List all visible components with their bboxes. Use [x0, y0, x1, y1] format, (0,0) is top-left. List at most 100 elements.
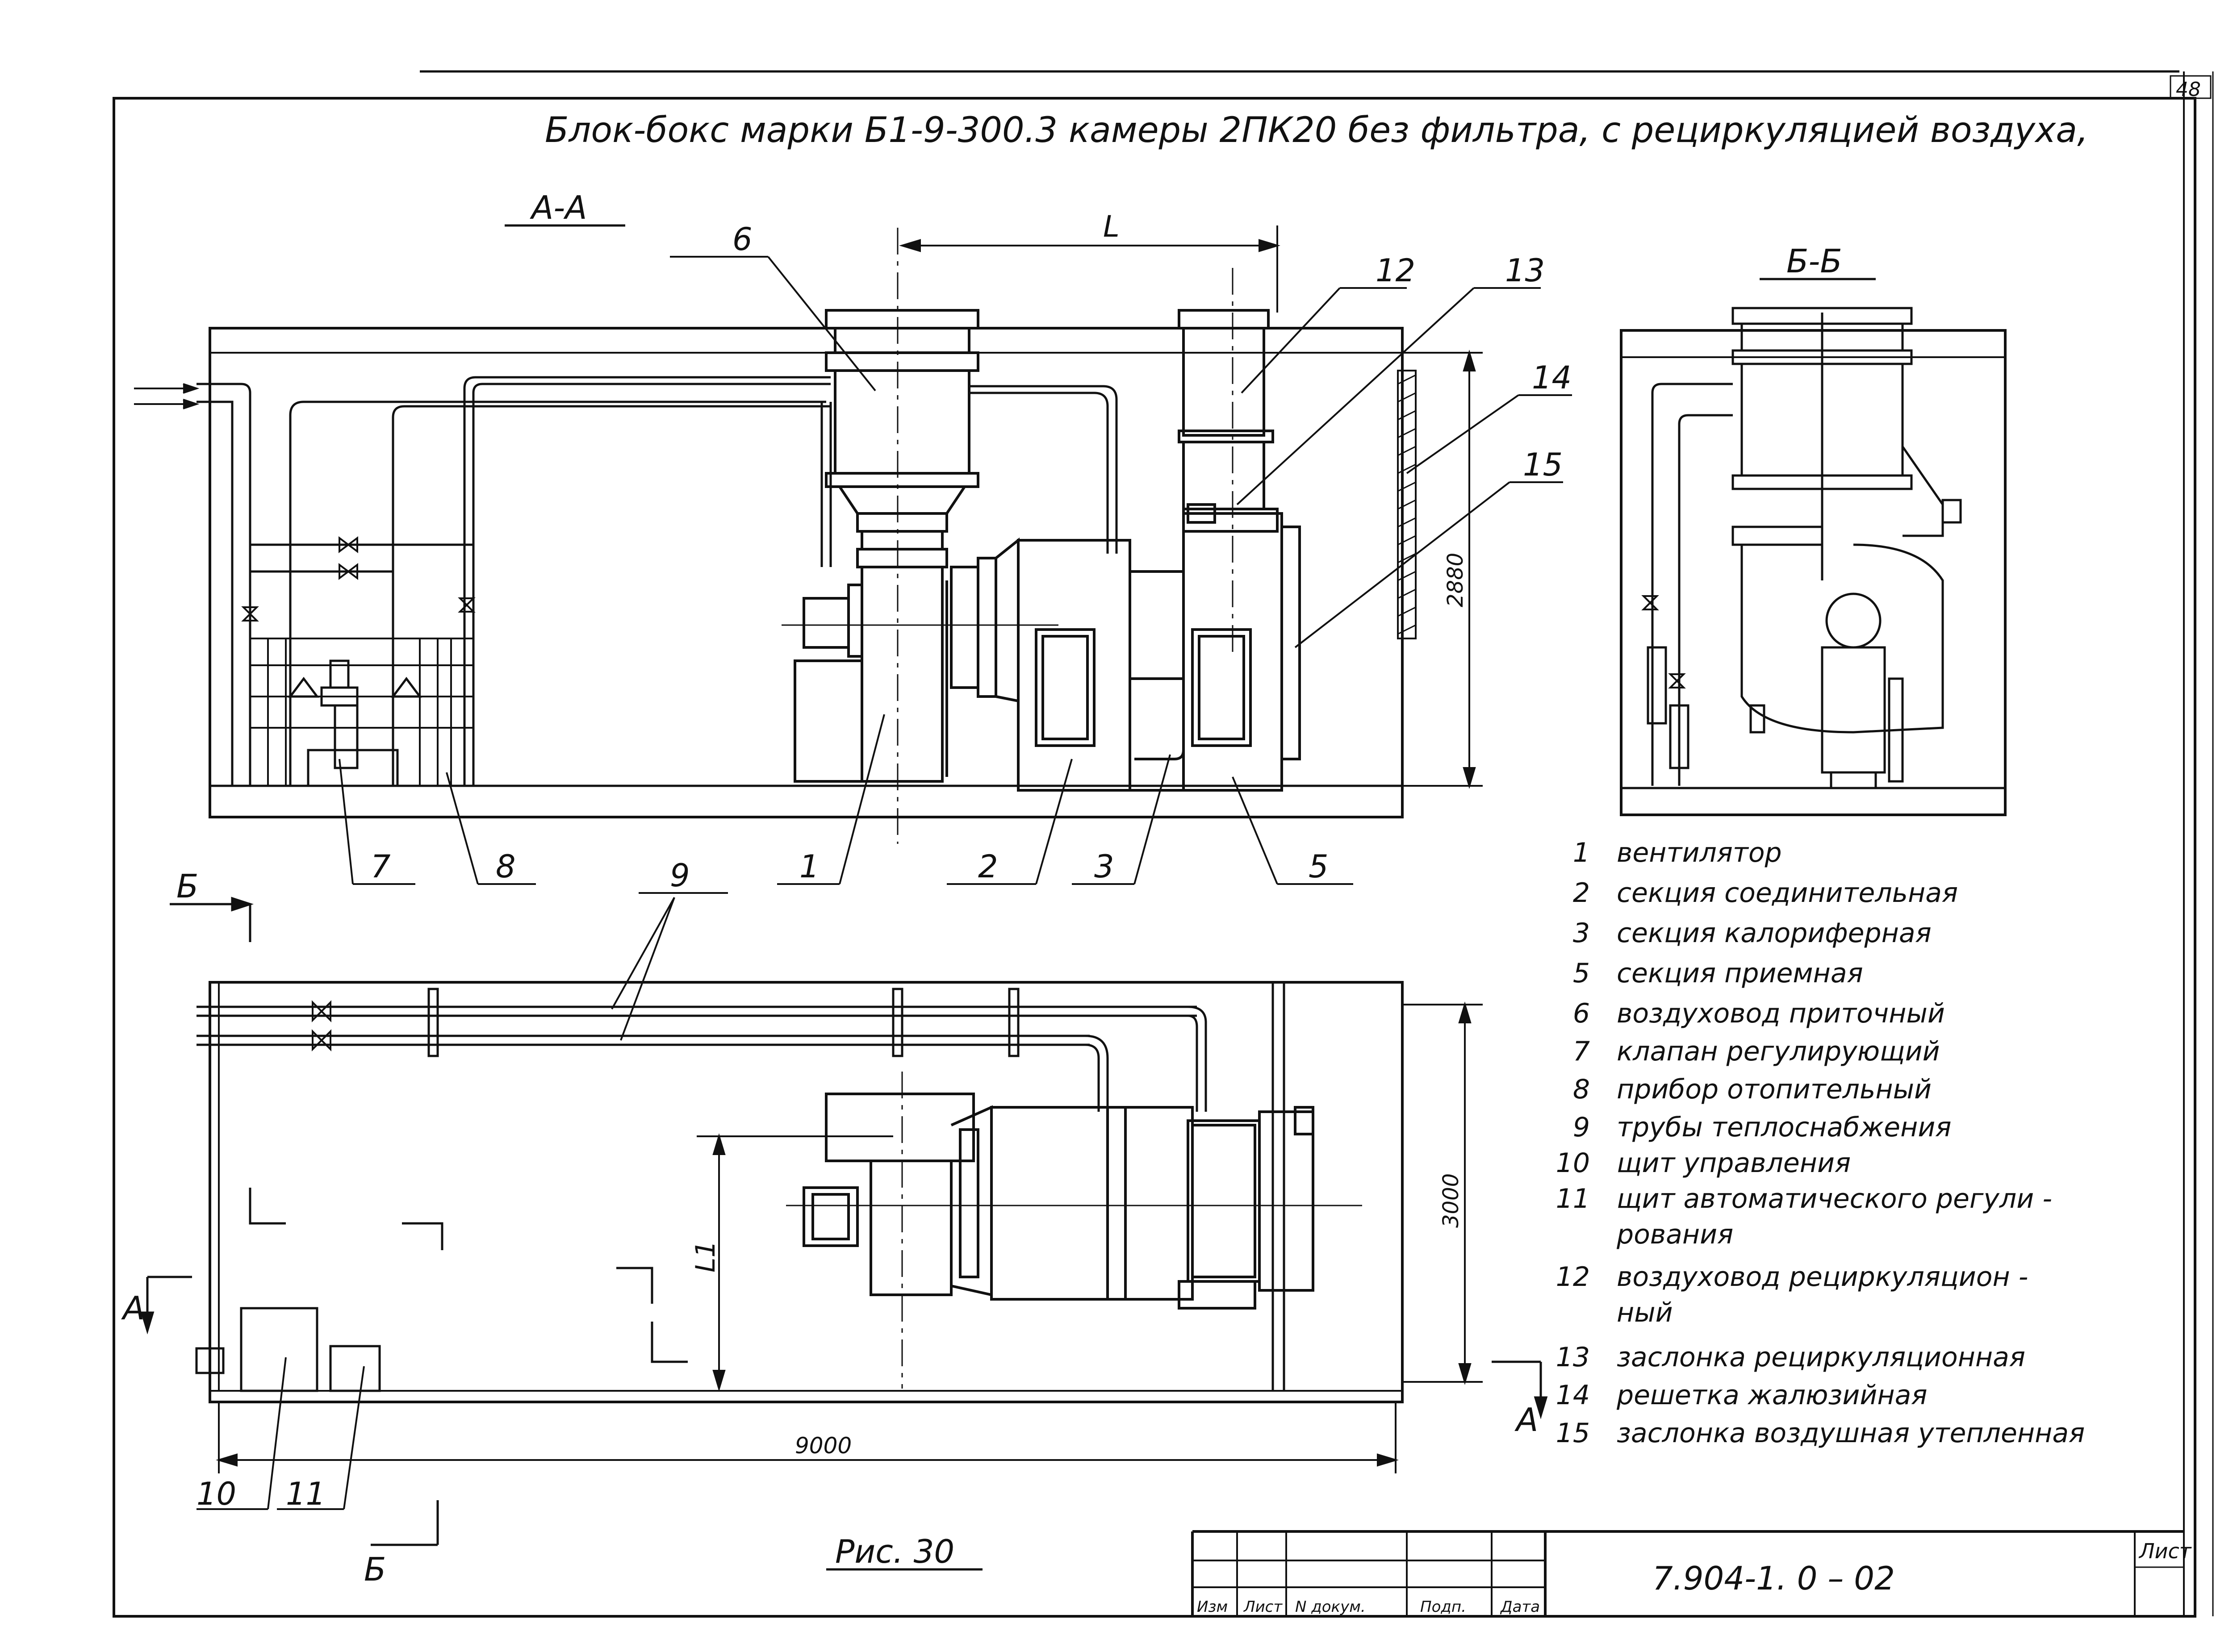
- callout-7: 7: [371, 848, 391, 885]
- legend-num: 8: [1573, 1074, 1590, 1105]
- legend-text: решетка жалюзийная: [1616, 1380, 1928, 1411]
- dimension-9000: [216, 1402, 1399, 1473]
- section-bb-view: [1620, 307, 2007, 816]
- legend-text: ный: [1617, 1297, 1673, 1328]
- callout-6: 6: [732, 221, 753, 258]
- section-bb-label: Б-Б: [1786, 242, 1842, 280]
- dimension-9000-text: 9000: [795, 1433, 852, 1459]
- dimension-3000: [1402, 1001, 1483, 1385]
- document-code: 7.904-1. 0 – 02: [1652, 1560, 1895, 1597]
- dimension-2880-text: 2880: [1443, 553, 1468, 607]
- legend-num: 1: [1573, 837, 1590, 868]
- louver-grille-14: [1397, 370, 1417, 639]
- dimension-L1-text: L1: [690, 1240, 721, 1272]
- legend-text: щит управления: [1617, 1147, 1851, 1179]
- legend-text: заслонка воздушная утепленная: [1617, 1418, 2085, 1449]
- sheet-number: 48: [2176, 78, 2201, 101]
- control-panel-10: [240, 1307, 318, 1392]
- callout-8: 8: [496, 848, 516, 885]
- legend-text: щит автоматического регули -: [1617, 1183, 2052, 1214]
- legend-num: 15: [1556, 1418, 1590, 1449]
- dimension-L: [899, 225, 1280, 313]
- dimension-L-text: L: [1103, 209, 1120, 244]
- dimension-L1: [697, 1133, 893, 1392]
- legend-num: 9: [1573, 1112, 1590, 1143]
- dimension-3000-text: 3000: [1438, 1173, 1464, 1228]
- legend-text: воздуховод приточный: [1617, 998, 1945, 1029]
- heating-pipes-aa: [197, 376, 1118, 786]
- stamp-col-sign: Подп.: [1420, 1598, 1466, 1616]
- title-block: [1191, 1530, 2184, 1616]
- inlet-arrows: [134, 383, 200, 409]
- figure-caption: Рис. 30: [835, 1533, 954, 1570]
- receiving-section-5: [1134, 508, 1301, 792]
- callout-9: 9: [670, 857, 690, 894]
- callout-5: 5: [1309, 848, 1329, 885]
- legend-num: 7: [1573, 1036, 1590, 1067]
- plan-view: [195, 892, 1483, 1510]
- callout-14: 14: [1532, 359, 1572, 396]
- automation-panel-11: [329, 1345, 381, 1392]
- callout-3: 3: [1094, 848, 1114, 885]
- legend: 1 вентилятор 2 секция соединительная 3 с…: [1556, 837, 2085, 1449]
- regulating-valve-aa: [288, 659, 422, 787]
- legend-num: 3: [1573, 918, 1590, 949]
- cut-marker-b-bottom: Б: [364, 1551, 386, 1588]
- legend-text: заслонка рециркуляционная: [1617, 1342, 2025, 1373]
- callout-11: 11: [286, 1476, 326, 1512]
- equipment-plan: [786, 1093, 1362, 1310]
- recirculation-duct-12: [1178, 309, 1274, 524]
- legend-num: 14: [1556, 1380, 1590, 1411]
- legend-num: 5: [1573, 958, 1590, 989]
- callout-15: 15: [1523, 446, 1563, 483]
- legend-num: 11: [1556, 1183, 1590, 1214]
- drawing-frame: [113, 70, 2214, 1618]
- stamp-col-date: Дата: [1500, 1598, 1540, 1616]
- callout-12: 12: [1376, 252, 1415, 289]
- dimension-2880: [1402, 350, 1483, 789]
- legend-text: клапан регулирующий: [1617, 1036, 1940, 1067]
- connecting-section-2: [950, 537, 1185, 792]
- legend-num: 6: [1573, 998, 1590, 1029]
- legend-text: прибор отопительный: [1617, 1074, 1932, 1105]
- callout-13: 13: [1505, 252, 1545, 289]
- heating-pipes-plan: [197, 988, 1207, 1112]
- callout-10: 10: [197, 1476, 236, 1512]
- legend-text: трубы теплоснабжения: [1617, 1112, 1951, 1143]
- stamp-columns: Изм Лист N докум. Подп. Дата: [1197, 1598, 1540, 1616]
- legend-text: вентилятор: [1617, 837, 1782, 868]
- wall-unit-plan: [195, 1347, 225, 1374]
- legend-text: рования: [1616, 1219, 1733, 1250]
- stamp-col-doc: N докум.: [1295, 1598, 1366, 1616]
- plan-corner-marks: [249, 1188, 688, 1363]
- callout-2: 2: [978, 848, 998, 885]
- stamp-col-list: Лист: [1243, 1598, 1283, 1616]
- legend-num: 13: [1556, 1342, 1590, 1373]
- legend-text: секция приемная: [1617, 958, 1863, 989]
- supply-duct-6: [825, 309, 979, 533]
- section-aa-view: [134, 225, 1572, 885]
- stamp-col-izm: Изм: [1197, 1598, 1228, 1616]
- louver-hatching: [1397, 374, 1416, 635]
- legend-num: 2: [1573, 877, 1590, 909]
- fan-1-aa: [782, 530, 1058, 783]
- drawing-title: Блок-бокс марки Б1-9-300.3 камеры 2ПК20 …: [545, 110, 2088, 150]
- valve-symbols-aa: [241, 536, 476, 622]
- callout-leaders-aa: [339, 256, 1572, 885]
- callout-1: 1: [799, 848, 820, 885]
- valve-symbols-plan: [312, 1000, 331, 1051]
- cut-marker-a-right: А: [1514, 1401, 1538, 1439]
- legend-text: секция калориферная: [1617, 918, 1932, 949]
- legend-num: 10: [1556, 1147, 1590, 1179]
- callout-leaders-plan: [197, 892, 728, 1510]
- section-aa-label: А-А: [530, 189, 587, 226]
- cut-marker-a-left: А: [121, 1289, 145, 1327]
- floor-base-aa: [209, 784, 1404, 818]
- cut-markers: [140, 897, 1548, 1546]
- legend-num: 12: [1556, 1261, 1590, 1293]
- legend-text: секция соединительная: [1617, 877, 1958, 909]
- legend-text: воздуховод рециркуляцион -: [1617, 1261, 2028, 1293]
- cut-marker-b-top: Б: [176, 868, 198, 905]
- heating-device-aa: [250, 638, 473, 786]
